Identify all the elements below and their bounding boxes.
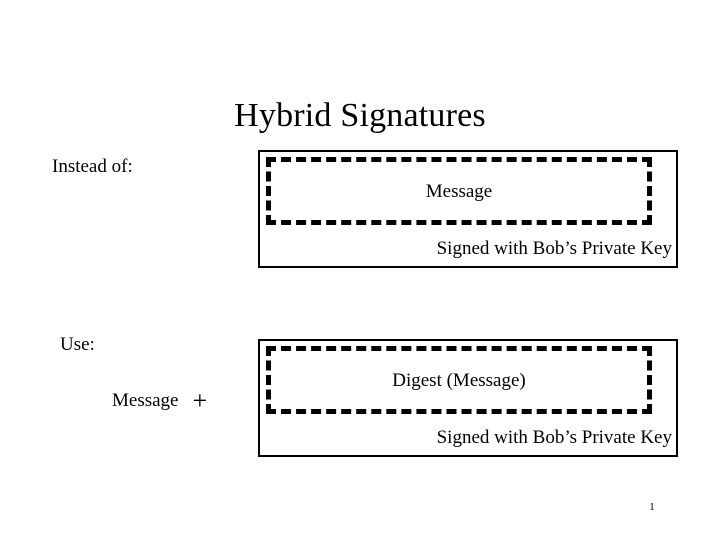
signature-box-plain-message: Message Signed with Bob’s Private Key (258, 150, 678, 268)
dashed-payload-region: Digest (Message) (266, 346, 652, 414)
signature-box-digest: Digest (Message) Signed with Bob’s Priva… (258, 339, 678, 457)
page-number: 1 (649, 501, 655, 513)
payload-label: Message (425, 181, 493, 202)
payload-label: Digest (Message) (392, 370, 526, 391)
page-title: Hybrid Signatures (234, 96, 486, 134)
signer-caption: Signed with Bob’s Private Key (436, 427, 672, 448)
plus-icon: + (192, 386, 208, 415)
message-operand-label: Message (112, 390, 179, 411)
dashed-payload-region: Message (266, 157, 652, 225)
section-label-instead-of: Instead of: (52, 156, 133, 177)
signer-caption: Signed with Bob’s Private Key (436, 238, 672, 259)
section-label-use: Use: (60, 334, 95, 355)
message-plus-row: Message + (112, 388, 207, 414)
